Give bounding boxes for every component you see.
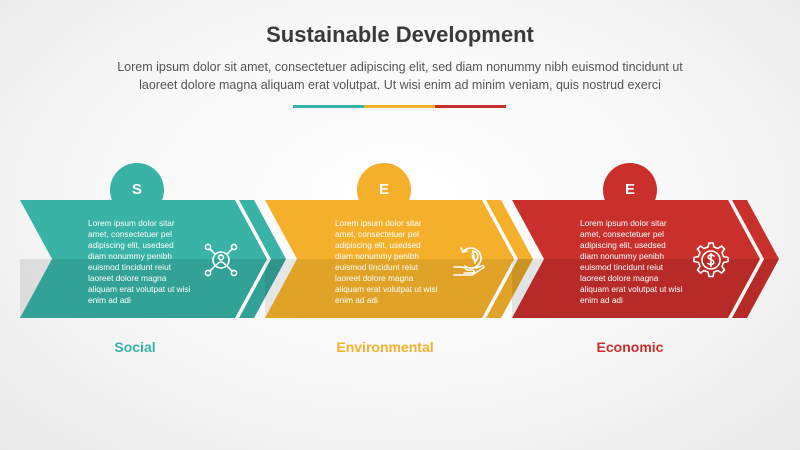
accent-rule-economic [435,105,506,108]
stage-economic-letter: E [624,181,635,198]
accent-rule-social [293,105,364,108]
stage-environmental-arrow [265,200,514,318]
subtitle-line-2: laoreet dolore magna aliquam erat volutp… [139,78,661,92]
subtitle-line-1: Lorem ipsum dolor sit amet, consectetuer… [117,60,683,74]
hand-leaf-cycle-icon [453,247,485,276]
stage-economic-arrow [512,200,760,318]
stage-economic-shade [512,259,760,318]
stage-environmental-shade [265,259,514,318]
stage-social-text: Lorem ipsum dolor sitar amet, consectetu… [88,218,191,305]
gear-dollar-icon [693,242,729,278]
page-subtitle: Lorem ipsum dolor sit amet, consectetuer… [50,58,750,94]
stage-economic-chevron [732,200,779,318]
stage-economic [512,163,779,318]
stage-environmental-text: Lorem ipsum dolor sitar amet, consectetu… [335,218,438,305]
stage-social-chevron-shade [239,259,286,318]
stage-economic-text: Lorem ipsum dolor sitar amet, consectetu… [580,218,683,305]
stage-social-letter: S [131,181,142,198]
stage-social-label: Social [114,339,156,355]
stage-economic-chevron-shade [732,259,779,318]
accent-rule-environmental [364,105,435,108]
stage-environmental-letter: E [378,181,389,198]
stage-social-chevron [239,200,286,318]
stage-environmental-chevron-shade [486,259,533,318]
page-title: Sustainable Development [266,22,534,47]
network-person-icon [204,243,238,277]
stage-environmental-label: Environmental [336,339,434,355]
stage-economic-label: Economic [596,339,664,355]
stage-environmental-chevron [486,200,533,318]
stage-environmental [265,163,533,318]
stage-social-arrow [20,200,267,318]
stage-social [20,163,286,318]
